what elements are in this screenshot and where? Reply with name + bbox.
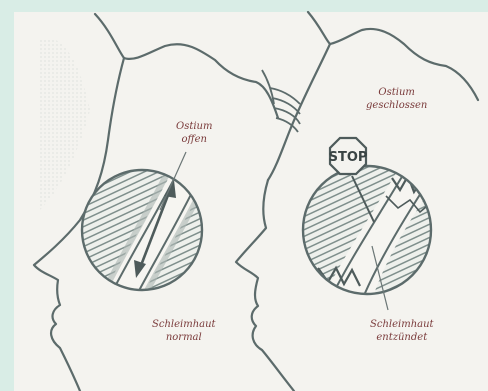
left-top-label: Ostium offen bbox=[176, 120, 212, 146]
left-top-label-line-2: offen bbox=[176, 133, 212, 146]
left-bottom-label-line-1: Schleimhaut bbox=[152, 318, 216, 331]
right-top-label-line-2: geschlossen bbox=[366, 99, 427, 112]
right-bottom-label: Schleimhaut entzündet bbox=[370, 318, 434, 344]
left-detail-circle bbox=[70, 160, 220, 300]
left-top-label-line-1: Ostium bbox=[176, 120, 212, 133]
right-bottom-label-line-1: Schleimhaut bbox=[370, 318, 434, 331]
left-bottom-label: Schleimhaut normal bbox=[152, 318, 216, 344]
stop-sign-icon: STOP bbox=[329, 138, 368, 174]
stop-sign-text: STOP bbox=[329, 150, 368, 165]
left-nasal-shading bbox=[40, 38, 90, 210]
turbinate-ridges bbox=[262, 70, 300, 132]
right-bottom-label-line-2: entzündet bbox=[370, 331, 434, 344]
right-top-label: Ostium geschlossen bbox=[366, 86, 427, 112]
right-detail-circle bbox=[300, 160, 440, 300]
right-top-label-line-1: Ostium bbox=[366, 86, 427, 99]
left-bottom-label-line-2: normal bbox=[152, 331, 216, 344]
